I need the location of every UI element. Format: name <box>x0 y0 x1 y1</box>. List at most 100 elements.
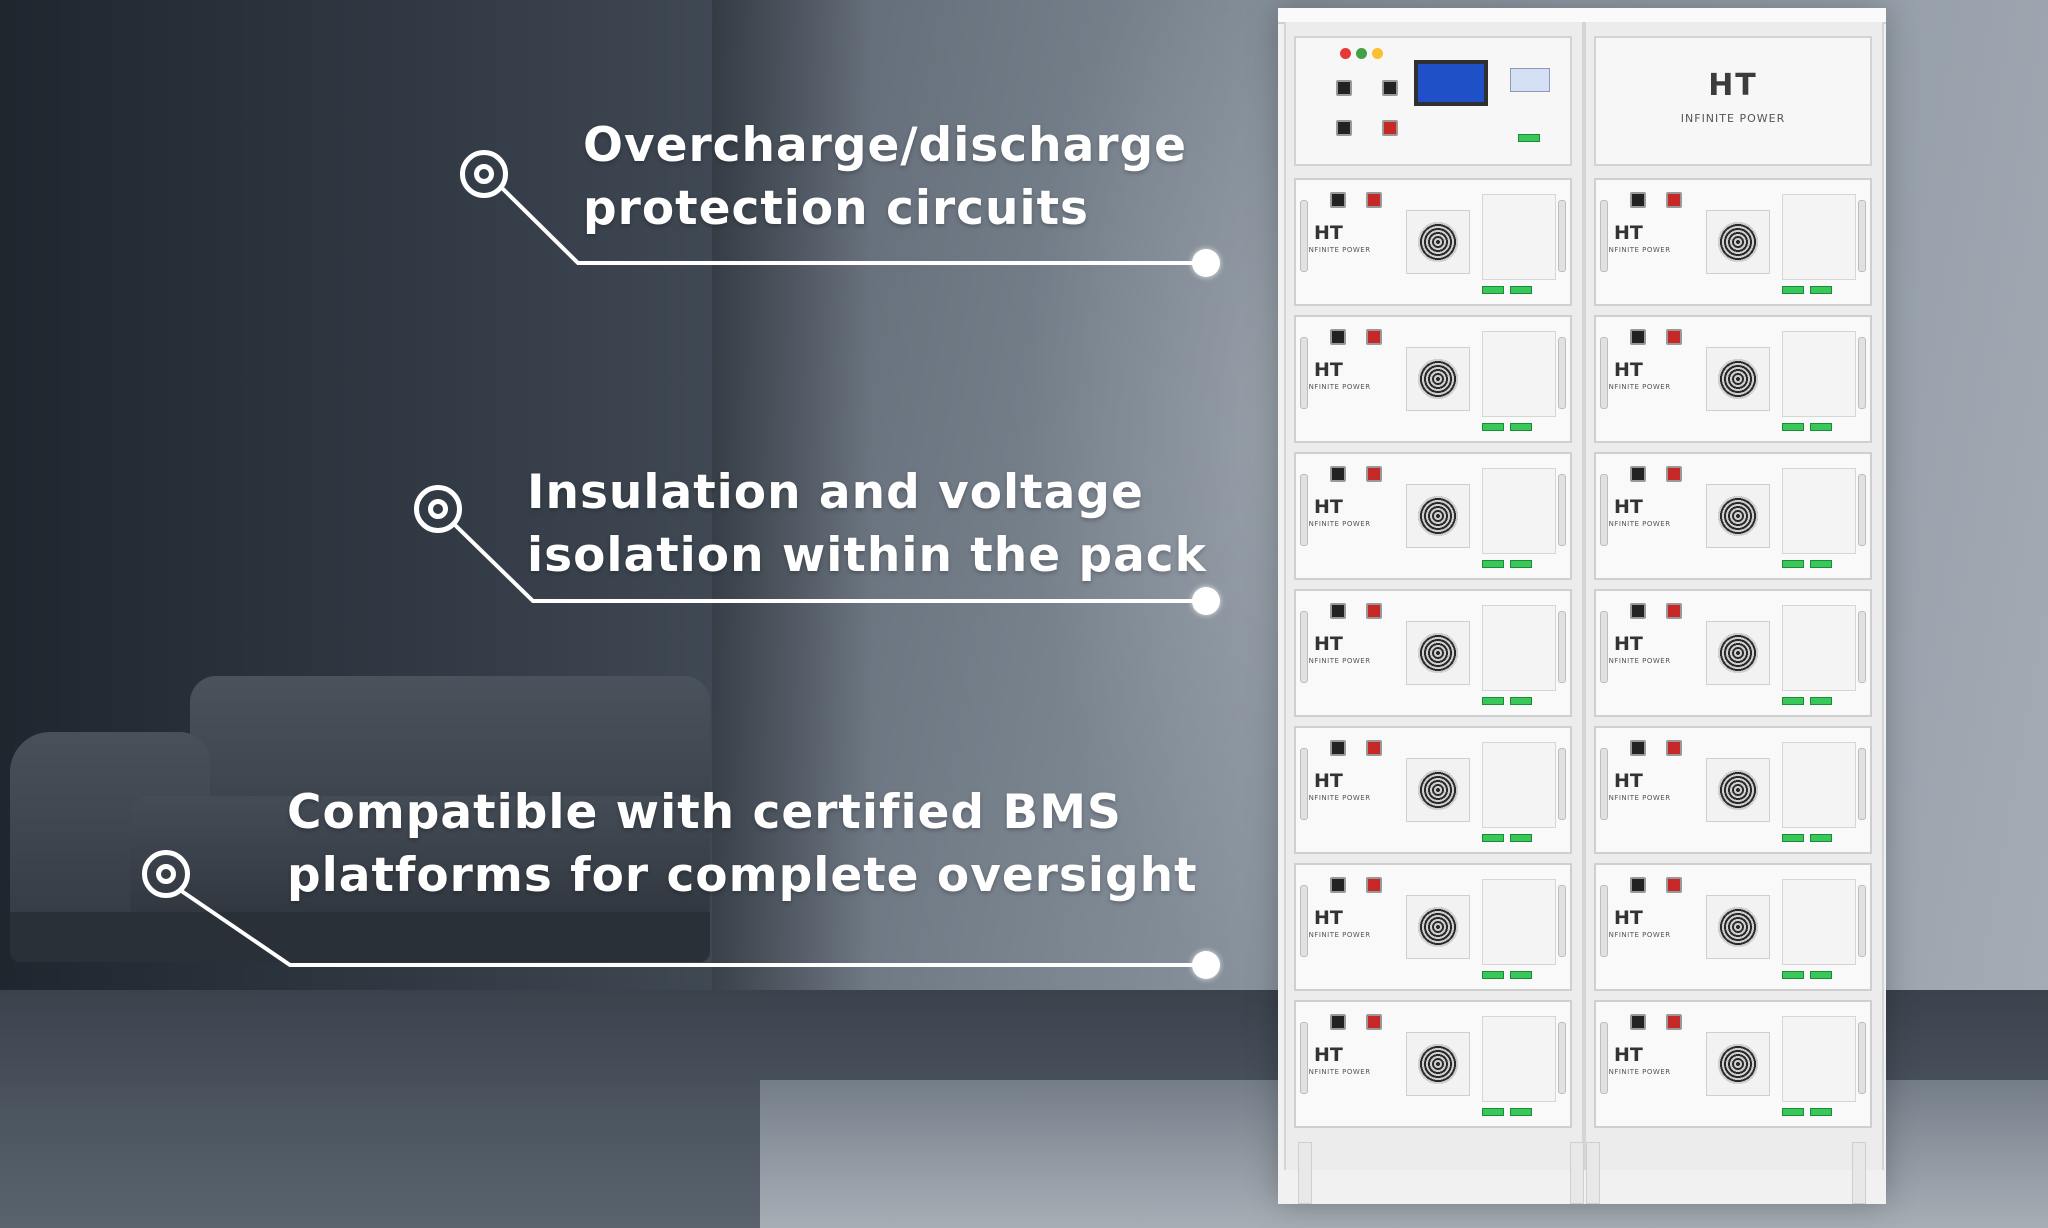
fan-housing <box>1706 758 1770 822</box>
module-brand-logo: HT <box>1614 907 1643 929</box>
fan-housing <box>1706 484 1770 548</box>
module-handle <box>1300 200 1308 272</box>
module-handle <box>1858 885 1866 957</box>
control-panel <box>1294 36 1572 166</box>
callout-line: platforms for complete oversight <box>287 848 1198 903</box>
status-light <box>1810 971 1832 979</box>
module-brand-tagline: INFINITE POWER <box>1306 1068 1371 1076</box>
module-cover <box>1482 879 1556 965</box>
callout-line: Insulation and voltage <box>527 465 1144 520</box>
terminal-negative <box>1330 740 1346 756</box>
module-cover <box>1782 879 1856 965</box>
terminal-positive <box>1366 192 1382 208</box>
status-light <box>1518 134 1540 142</box>
callout-overcharge-protection: Overcharge/discharge protection circuits <box>583 114 1187 240</box>
fan-housing <box>1706 210 1770 274</box>
fan-housing <box>1706 347 1770 411</box>
fan-icon <box>1718 496 1758 536</box>
status-light <box>1510 971 1532 979</box>
module-cover <box>1782 194 1856 280</box>
fan-icon <box>1718 222 1758 262</box>
cabinet-leg <box>1298 1142 1312 1204</box>
module-handle <box>1300 1022 1308 1094</box>
module-brand-logo: HT <box>1314 907 1343 929</box>
module-brand-tagline: INFINITE POWER <box>1606 657 1671 665</box>
module-brand-tagline: INFINITE POWER <box>1606 931 1671 939</box>
fan-housing <box>1706 1032 1770 1096</box>
module-brand-logo: HT <box>1314 496 1343 518</box>
terminal-positive <box>1666 1014 1682 1030</box>
target-icon <box>414 485 462 533</box>
terminal-positive <box>1366 877 1382 893</box>
yellow-indicator-led <box>1372 48 1383 59</box>
module-cover <box>1482 331 1556 417</box>
power-socket <box>1336 120 1352 136</box>
status-light <box>1782 697 1804 705</box>
module-brand-logo: HT <box>1614 633 1643 655</box>
module-brand-tagline: INFINITE POWER <box>1606 246 1671 254</box>
module-brand-tagline: INFINITE POWER <box>1306 520 1371 528</box>
status-light <box>1482 423 1504 431</box>
status-light <box>1810 286 1832 294</box>
fan-icon <box>1418 222 1458 262</box>
status-light <box>1810 1108 1832 1116</box>
battery-module: HT INFINITE POWER <box>1594 863 1872 991</box>
fan-housing <box>1406 347 1470 411</box>
module-handle <box>1300 474 1308 546</box>
status-light <box>1782 560 1804 568</box>
module-brand-tagline: INFINITE POWER <box>1306 657 1371 665</box>
terminal-positive <box>1366 466 1382 482</box>
status-light <box>1810 423 1832 431</box>
fan-icon <box>1718 770 1758 810</box>
fan-housing <box>1706 895 1770 959</box>
cabinet-leg <box>1586 1142 1600 1204</box>
module-brand-logo: HT <box>1614 770 1643 792</box>
sofa-seat <box>130 796 710 916</box>
module-handle <box>1300 748 1308 820</box>
status-light <box>1782 1108 1804 1116</box>
module-cover <box>1782 605 1856 691</box>
module-handle <box>1600 200 1608 272</box>
module-handle <box>1858 1022 1866 1094</box>
module-handle <box>1600 337 1608 409</box>
leader-line-2 <box>453 523 1206 603</box>
terminal-positive <box>1666 192 1682 208</box>
callout-line: Compatible with certified BMS <box>287 785 1122 840</box>
callout-line: protection circuits <box>583 181 1090 236</box>
module-handle <box>1600 474 1608 546</box>
terminal-negative <box>1330 466 1346 482</box>
module-brand-tagline: INFINITE POWER <box>1306 794 1371 802</box>
leader-line-1 <box>498 184 1206 265</box>
module-brand-logo: HT <box>1314 359 1343 381</box>
battery-module: HT INFINITE POWER <box>1294 315 1572 443</box>
fan-housing <box>1706 621 1770 685</box>
terminal-negative <box>1630 466 1646 482</box>
power-socket <box>1382 80 1398 96</box>
module-brand-tagline: INFINITE POWER <box>1306 383 1371 391</box>
module-handle <box>1858 474 1866 546</box>
module-handle <box>1858 200 1866 272</box>
target-icon <box>460 150 508 198</box>
module-brand-tagline: INFINITE POWER <box>1306 931 1371 939</box>
cabinet-leg <box>1852 1142 1866 1204</box>
brand-panel: HT INFINITE POWER <box>1594 36 1872 166</box>
leader-line-3 <box>178 888 1206 967</box>
module-cover <box>1482 194 1556 280</box>
status-light <box>1810 834 1832 842</box>
callout-line: isolation within the pack <box>527 528 1207 583</box>
cabinet-column-right: HT INFINITE POWER HT INFINITE POWER HT INFI… <box>1584 22 1884 1170</box>
leader-end-dot <box>1192 951 1220 979</box>
green-indicator-led <box>1356 48 1367 59</box>
terminal-positive <box>1666 329 1682 345</box>
fan-housing <box>1406 895 1470 959</box>
status-light <box>1782 971 1804 979</box>
fan-icon <box>1418 496 1458 536</box>
module-brand-logo: HT <box>1614 1044 1643 1066</box>
module-brand-logo: HT <box>1614 496 1643 518</box>
module-cover <box>1482 605 1556 691</box>
module-brand-logo: HT <box>1314 633 1343 655</box>
